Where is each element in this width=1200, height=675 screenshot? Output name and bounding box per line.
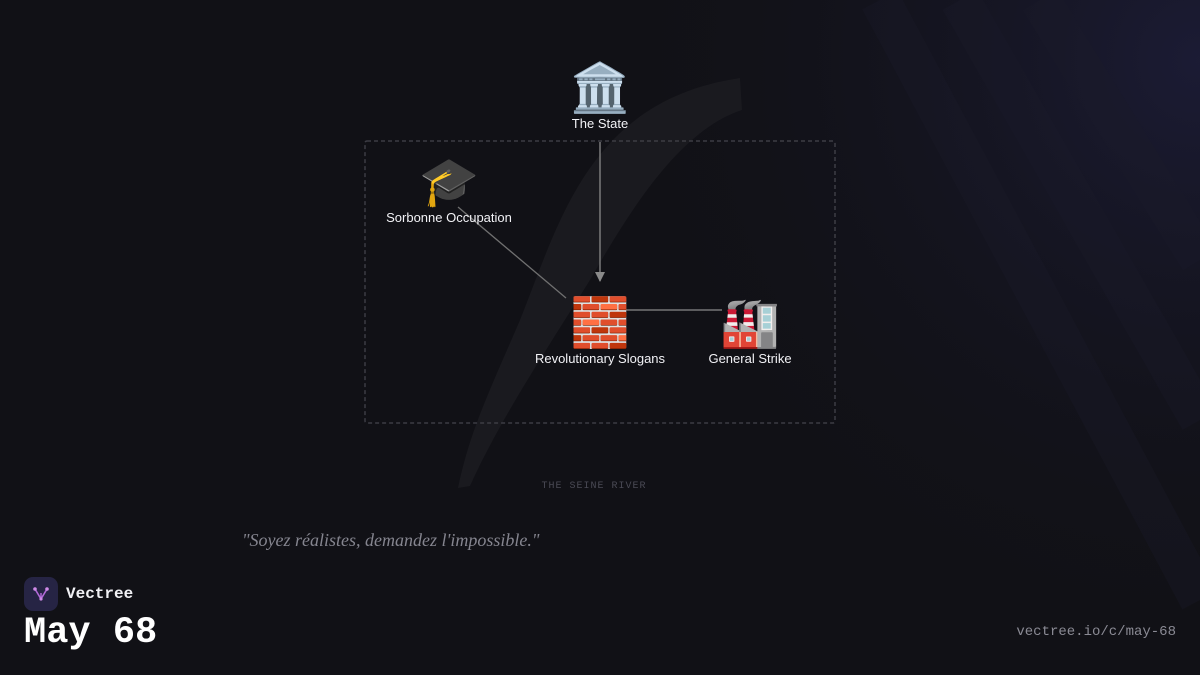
edge-sorbonne-slogans xyxy=(457,206,567,299)
brand[interactable]: Vectree xyxy=(24,577,133,611)
node-general-strike[interactable]: 🏭 General Strike xyxy=(708,295,791,366)
page-title: May 68 xyxy=(24,612,158,654)
background-rays xyxy=(862,0,1200,610)
node-the-state[interactable]: 🏛️ The State xyxy=(570,60,630,131)
node-revolutionary-slogans[interactable]: 🧱 Revolutionary Slogans xyxy=(535,295,665,366)
node-label: Sorbonne Occupation xyxy=(386,210,512,225)
seine-river-region xyxy=(364,140,836,424)
quote: "Soyez réalistes, demandez l'impossible.… xyxy=(242,530,540,550)
node-label: Revolutionary Slogans xyxy=(534,351,666,366)
brick-icon: 🧱 xyxy=(570,295,630,351)
node-label: The State xyxy=(571,116,629,131)
classical-building-icon: 🏛️ xyxy=(570,60,630,116)
node-label: General Strike xyxy=(708,351,792,366)
node-sorbonne-occupation[interactable]: 🎓 Sorbonne Occupation xyxy=(386,154,512,225)
page-url[interactable]: vectree.io/c/may-68 xyxy=(1016,624,1176,640)
factory-icon: 🏭 xyxy=(720,295,780,351)
brand-name: Vectree xyxy=(66,585,134,603)
graduation-cap-icon: 🎓 xyxy=(419,154,479,210)
region-label: THE SEINE RIVER xyxy=(541,481,647,492)
vectree-logo-icon xyxy=(24,577,58,611)
